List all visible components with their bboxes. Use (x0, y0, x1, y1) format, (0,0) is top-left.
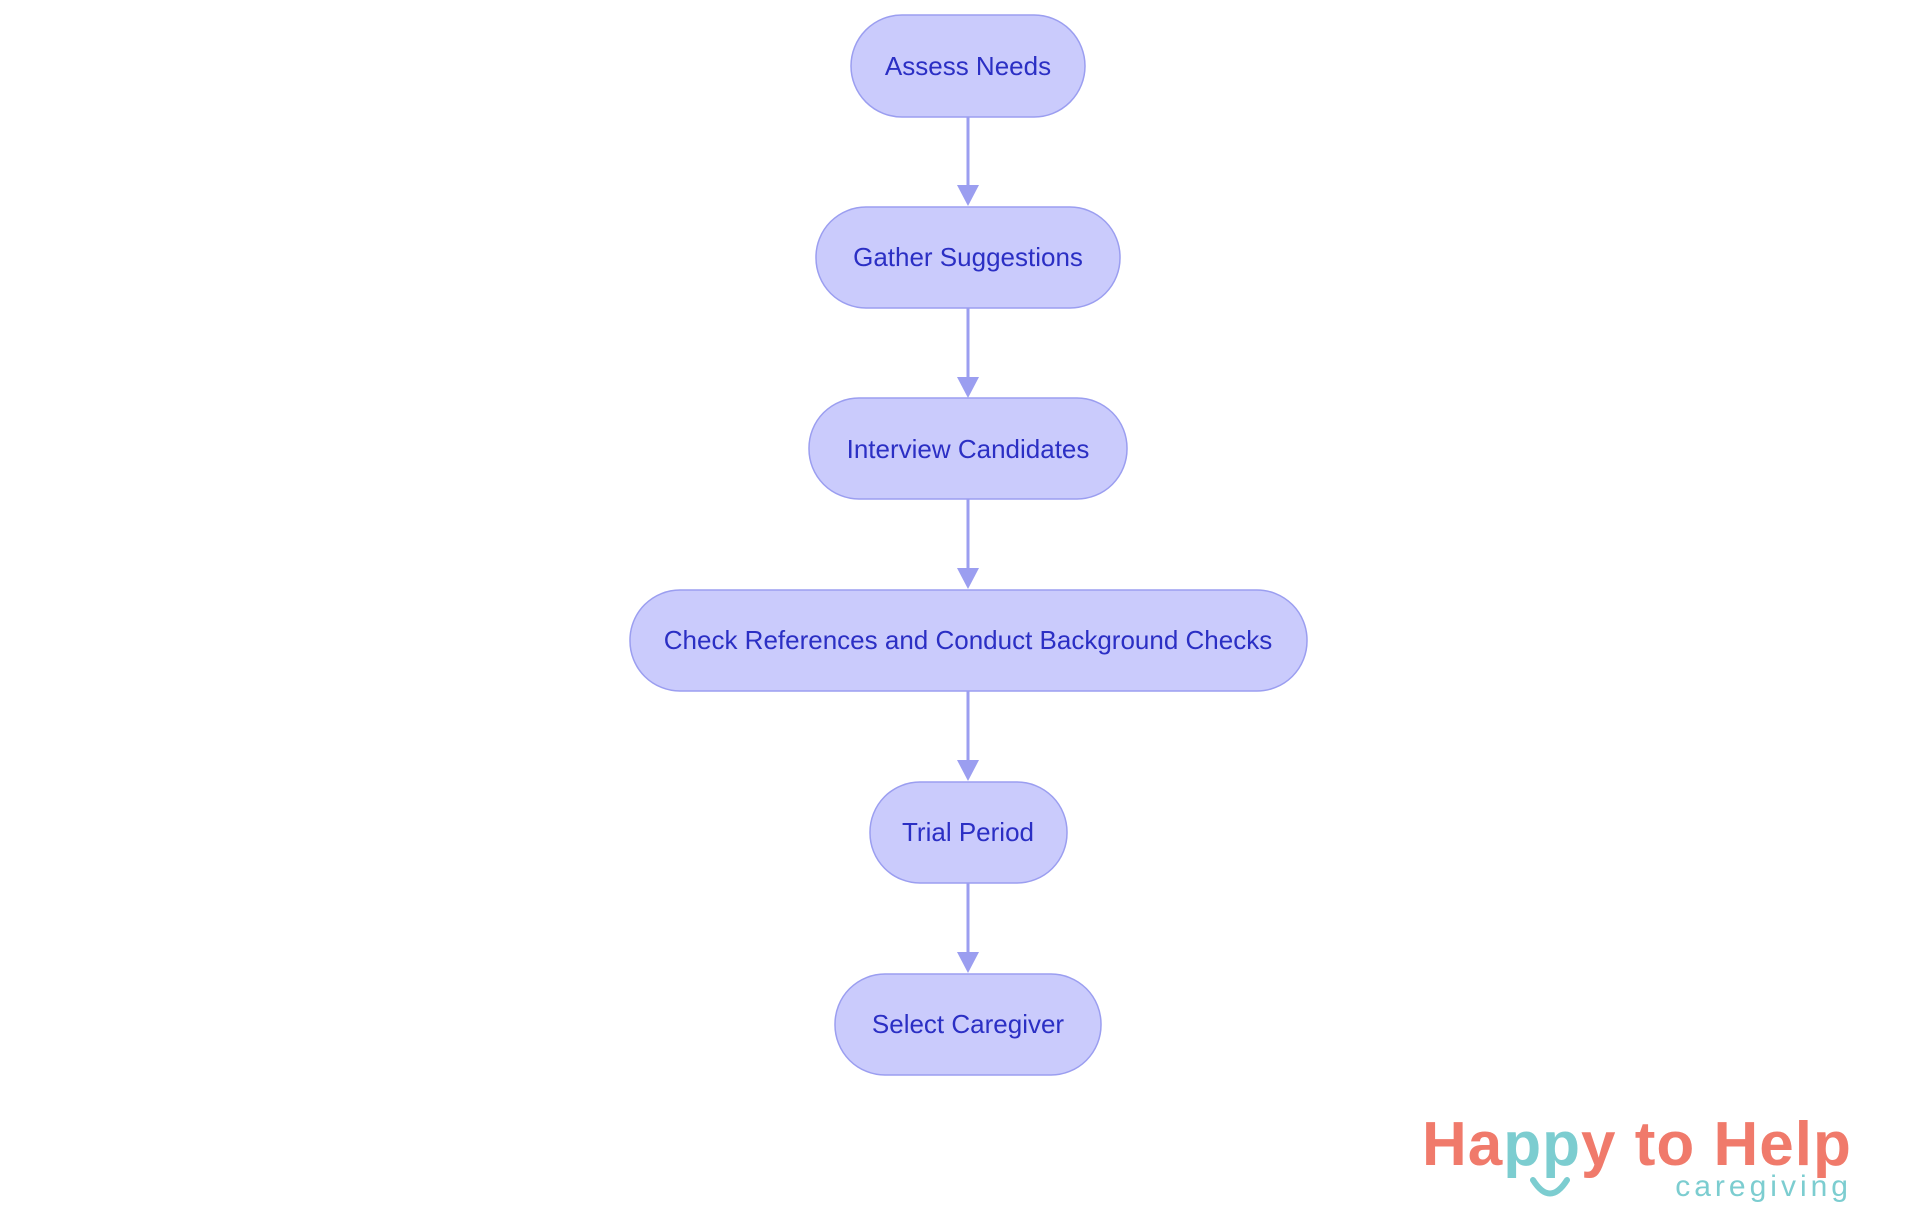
edge-gather-interview (957, 308, 979, 398)
node-gather-suggestions: Gather Suggestions (815, 206, 1121, 309)
node-select-caregiver: Select Caregiver (834, 973, 1102, 1076)
brand-logo-word-b: pp (1503, 1110, 1582, 1179)
brand-logo-word-c: y to Help (1581, 1110, 1852, 1179)
node-assess-needs-label: Assess Needs (885, 51, 1051, 81)
node-check-references: Check References and Conduct Background … (629, 589, 1308, 692)
smile-icon (1530, 1177, 1570, 1197)
node-assess-needs: Assess Needs (850, 14, 1086, 118)
node-trial-period: Trial Period (869, 781, 1068, 884)
brand-logo-word-a: Ha (1422, 1110, 1504, 1179)
edge-check-trial (957, 691, 979, 781)
edge-assess-gather (957, 117, 979, 206)
brand-logo-wordmark: Happy to Help (1422, 1114, 1852, 1176)
edge-trial-select (957, 883, 979, 973)
node-interview-candidates-label: Interview Candidates (847, 434, 1090, 464)
node-check-references-label: Check References and Conduct Background … (664, 625, 1272, 655)
node-interview-candidates: Interview Candidates (808, 397, 1128, 500)
brand-logo-tagline: caregiving (1675, 1170, 1852, 1203)
node-select-caregiver-label: Select Caregiver (872, 1009, 1065, 1039)
node-trial-period-label: Trial Period (902, 817, 1034, 847)
brand-logo: Happy to Help caregiving (1422, 1114, 1892, 1215)
edge-interview-check (957, 499, 979, 589)
node-gather-suggestions-label: Gather Suggestions (853, 242, 1083, 272)
